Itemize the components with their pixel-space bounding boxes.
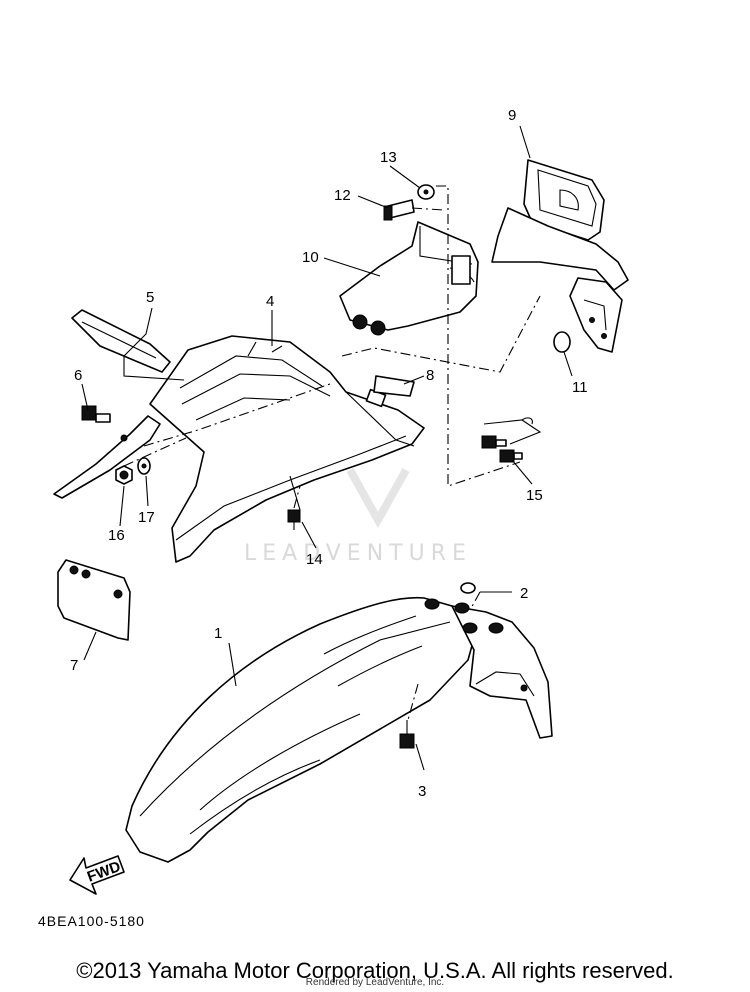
callout-2: 2 xyxy=(520,585,528,602)
diagram-code: 4BEA100-5180 xyxy=(38,913,145,929)
leader-lines xyxy=(81,125,573,771)
part-7-side-plate xyxy=(57,559,131,641)
callout-17: 17 xyxy=(138,509,155,526)
callout-13: 13 xyxy=(380,149,397,166)
side-bracket xyxy=(53,405,161,499)
callout-15: 15 xyxy=(526,487,543,504)
part-11-grommet xyxy=(553,331,571,353)
part-8-label xyxy=(373,375,415,397)
part-2-nut xyxy=(460,582,476,594)
callout-5: 5 xyxy=(146,289,154,306)
copyright-notice: ©2013 Yamaha Motor Corporation, U.S.A. A… xyxy=(76,958,674,983)
watermark-text: LEADVENTURE xyxy=(244,541,472,566)
callout-12: 12 xyxy=(334,187,351,204)
part-16-17-nut-washer xyxy=(115,457,151,485)
part-1-front-fender xyxy=(125,596,553,863)
part-13-washer xyxy=(417,184,435,200)
callout-16: 16 xyxy=(108,527,125,544)
assembly-lines xyxy=(123,185,541,721)
callout-3: 3 xyxy=(418,783,426,800)
callout-11: 11 xyxy=(572,379,588,396)
rendered-by-notice: Rendered by LeadVenture, Inc. xyxy=(305,977,445,988)
callout-7: 7 xyxy=(70,657,78,674)
callout-1: 1 xyxy=(214,625,222,642)
callout-labels: 1 2 3 4 5 6 7 8 9 10 11 12 13 14 15 16 1… xyxy=(70,107,588,800)
callout-8: 8 xyxy=(426,367,434,384)
part-9-plate-bracket xyxy=(491,159,629,353)
part-15-screws xyxy=(481,417,542,463)
fwd-arrow-icon: FWD xyxy=(69,855,125,895)
part-12-bolt xyxy=(383,199,415,221)
callout-14: 14 xyxy=(306,551,323,568)
part-14-bolt xyxy=(287,509,301,530)
fwd-label: FWD xyxy=(85,858,123,886)
callout-6: 6 xyxy=(74,367,82,384)
part-3-bolt xyxy=(399,720,415,749)
callout-4: 4 xyxy=(266,293,274,310)
part-4-rear-fender xyxy=(149,335,425,563)
part-5-strip xyxy=(71,309,171,373)
part-10-rear-flap xyxy=(339,221,479,336)
callout-9: 9 xyxy=(508,107,516,124)
callout-10: 10 xyxy=(302,249,319,266)
